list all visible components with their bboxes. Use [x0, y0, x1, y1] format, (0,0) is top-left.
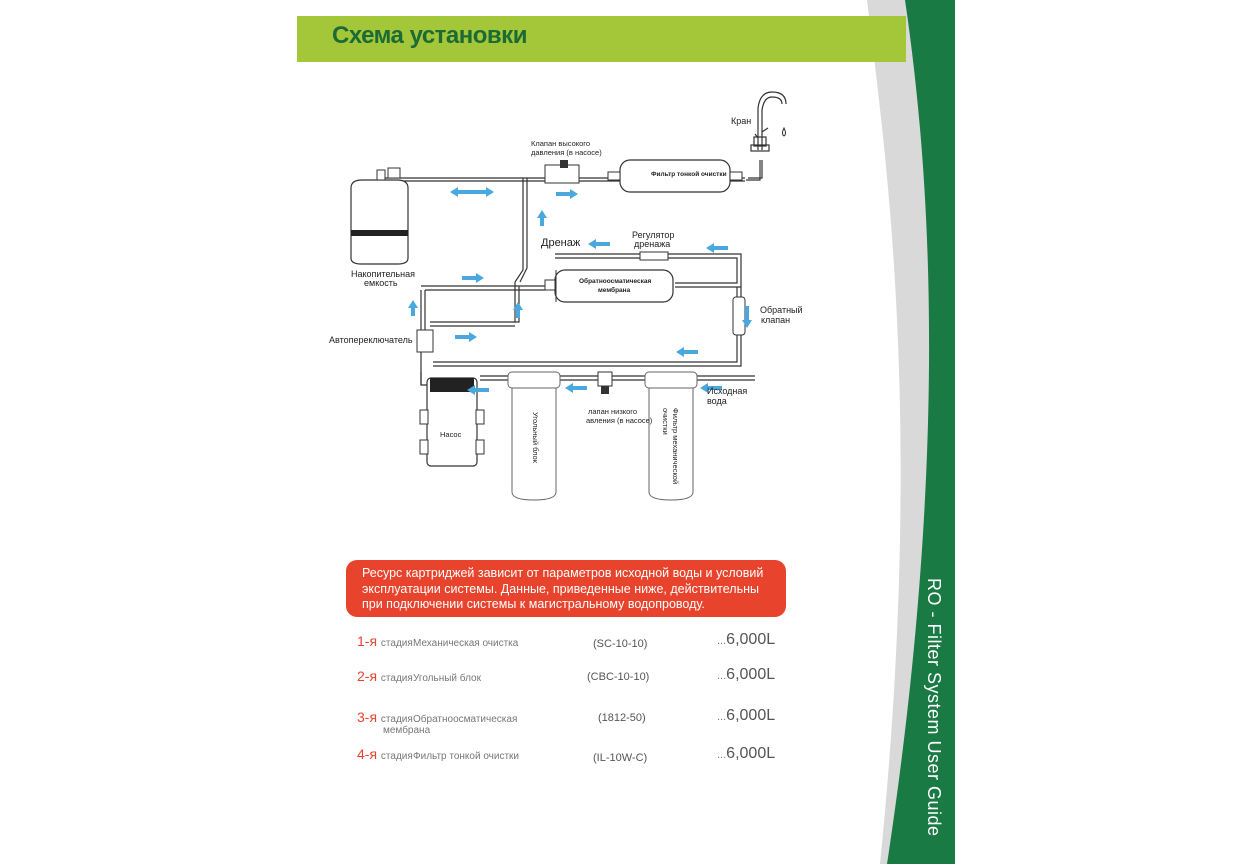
stage-3-name-line2: мембрана	[383, 725, 431, 736]
stage-3-code: (1812-50)	[598, 712, 646, 724]
stage-1-capacity: ...6,000L	[717, 631, 776, 648]
stage-4-name: Фильтр тонкой очистки	[413, 751, 520, 762]
label-fine-filter: Фильтр тонкой очистки	[651, 171, 727, 178]
label-mech-1: Фильтр механической	[670, 408, 680, 485]
label-tank-1: Накопительная	[351, 269, 415, 279]
label-drain-reg-1: Регулятор	[632, 230, 675, 240]
side-band	[867, 0, 955, 864]
label-lp-valve-2: авления (в насосе)	[586, 416, 653, 425]
notice-line-1: Ресурс картриджей зависит от параметров …	[362, 566, 764, 580]
label-auto-switch: Автопереключатель	[329, 335, 413, 345]
tank-shape	[350, 167, 409, 265]
notice-line-2: эксплуатации системы. Данные, приведенны…	[362, 582, 759, 596]
stage-1-name: Механическая очистка	[413, 638, 519, 649]
membrane-shape	[544, 269, 674, 303]
stage-4-capacity: ...6,000L	[717, 745, 776, 762]
label-drain: Дренаж	[541, 237, 581, 249]
notice-box	[346, 560, 786, 617]
label-tank-2: емкость	[364, 278, 398, 288]
stage-4-number: 4-я стадия	[357, 746, 413, 762]
pump-shape	[419, 377, 485, 467]
notice-line-3: при подключении системы к магистральному…	[362, 597, 705, 611]
label-check-valve-2: клапан	[761, 315, 791, 325]
stage-2-capacity: ...6,000L	[717, 666, 776, 683]
title-bar	[297, 16, 906, 62]
stage-2-code: (CBC-10-10)	[587, 671, 650, 683]
label-check-valve-1: Обратный	[760, 305, 803, 315]
label-drain-reg-2: дренажа	[634, 239, 671, 249]
label-mech-2: очистки	[660, 408, 670, 435]
stage-1-number: 1-я стадия	[357, 633, 413, 649]
label-source-1: Исходная	[707, 386, 748, 396]
label-pump: Насос	[440, 430, 462, 439]
label-hp-valve-2: давления (в насосе)	[531, 148, 602, 157]
page-title: Схема установки	[332, 22, 527, 49]
label-lp-valve-1: лапан низкого	[588, 407, 638, 416]
label-membrane-1: Обратноосматическая	[579, 278, 652, 285]
installation-diagram	[350, 91, 787, 501]
side-title: RO - Filter System User Guide	[924, 578, 944, 837]
carbon-housing-shape	[507, 371, 561, 501]
stage-1-code: (SC-10-10)	[593, 638, 648, 650]
stage-2-name: Угольный блок	[413, 673, 481, 684]
stage-3-name: Обратноосматическая	[413, 714, 518, 725]
stage-2-number: 2-я стадия	[357, 668, 413, 684]
fine-filter-shape	[607, 159, 743, 193]
stage-3-capacity: ...6,000L	[717, 707, 776, 724]
mech-housing-shape	[644, 371, 698, 501]
label-faucet: Кран	[731, 116, 752, 126]
label-source-2: вода	[707, 396, 727, 406]
label-carbon: Угольный блок	[530, 412, 540, 463]
label-membrane-2: мембрана	[598, 287, 631, 294]
stage-4-code: (IL-10W-C)	[593, 752, 648, 764]
label-hp-valve-1: Клапан высокого	[531, 139, 591, 148]
stage-3-number: 3-я стадия	[357, 709, 413, 725]
